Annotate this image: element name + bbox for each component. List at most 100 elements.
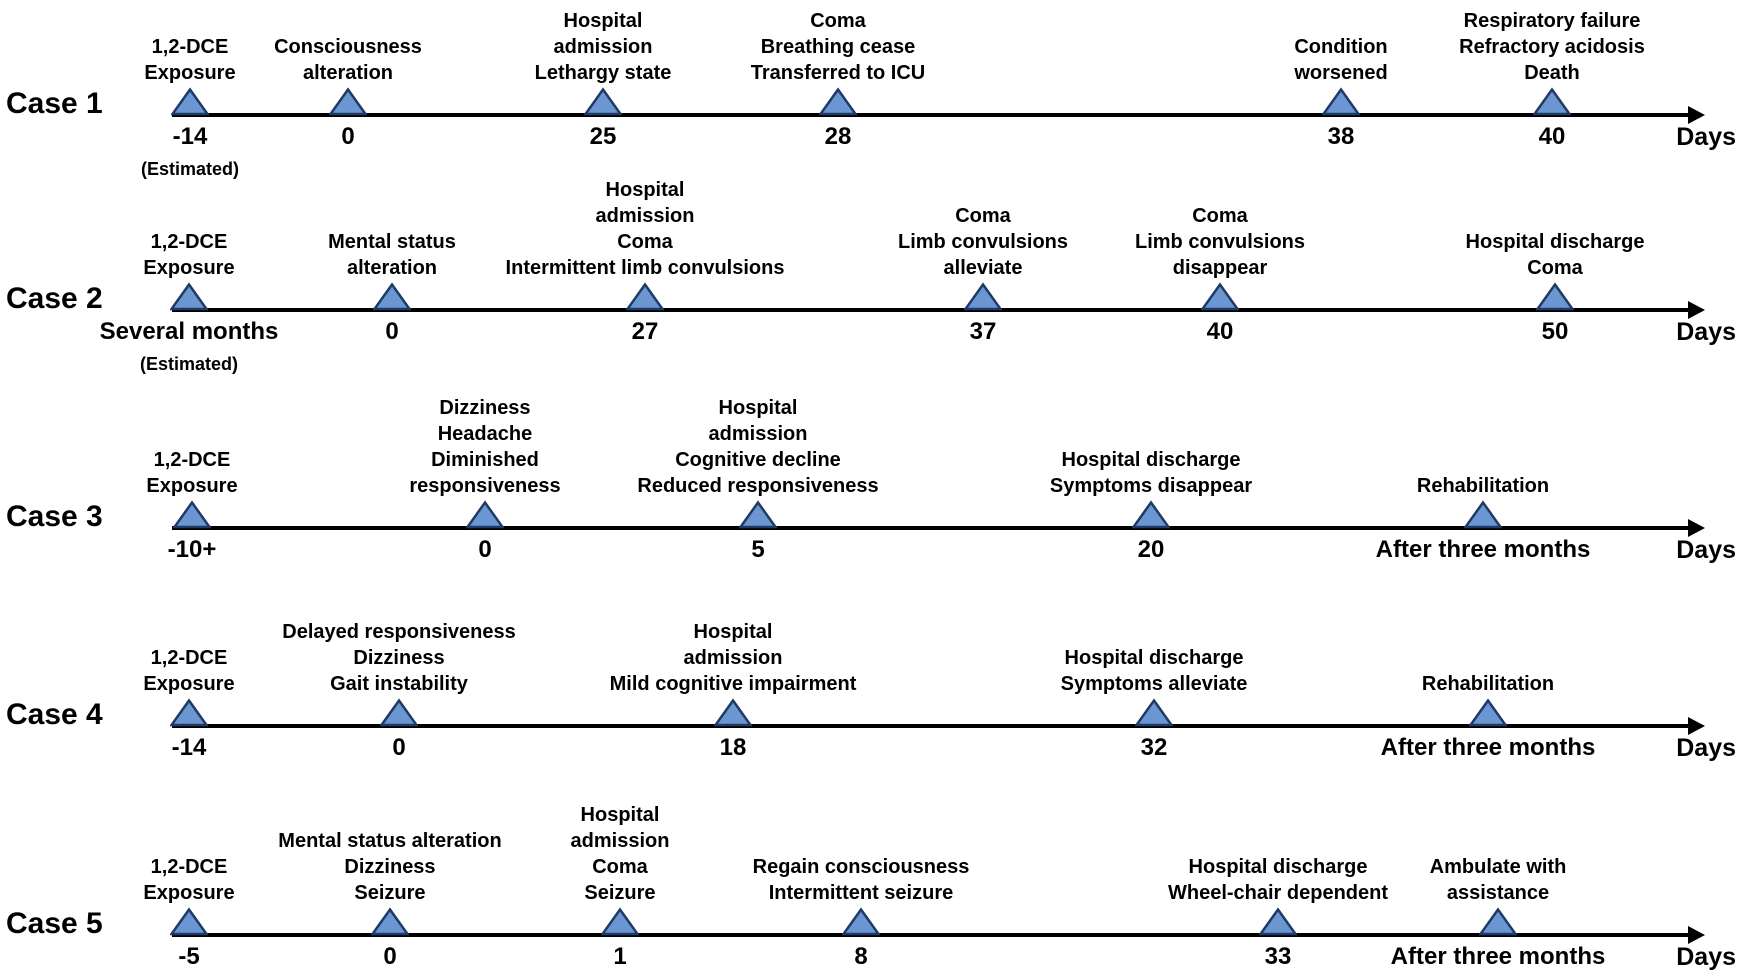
triangle-marker-icon — [1533, 87, 1571, 116]
event-label-line: admission — [595, 205, 695, 227]
event-time-label: 8 — [854, 943, 868, 970]
event-label-line: admission — [683, 647, 783, 669]
days-axis-label: Days — [1676, 123, 1736, 151]
event-label-line: Hospital — [718, 397, 798, 419]
event-time-label: 5 — [751, 536, 765, 563]
event-label-line: Respiratory failure — [1463, 10, 1641, 32]
triangle-marker-icon — [466, 500, 504, 529]
days-axis-label: Days — [1676, 318, 1736, 346]
event-label-line: 1,2-DCE — [150, 231, 228, 253]
triangle-marker-icon — [1259, 907, 1297, 936]
event-time-label: 27 — [631, 318, 659, 345]
event-label-line: admission — [553, 36, 653, 58]
event-time-label: 28 — [824, 123, 852, 150]
case-label: Case 5 — [6, 907, 103, 940]
event-label-line: Coma — [1192, 205, 1248, 227]
event-label-line: Coma — [1527, 257, 1583, 279]
event-label-line: Limb convulsions — [897, 231, 1069, 253]
event-label-line: Hospital discharge — [1064, 647, 1244, 669]
case-label: Case 2 — [6, 282, 103, 315]
event-time-label: 33 — [1264, 943, 1292, 970]
event-label-line: Mild cognitive impairment — [609, 673, 857, 695]
triangle-marker-icon — [380, 698, 418, 727]
triangle-marker-icon — [964, 282, 1002, 311]
event-label-line: Hospital — [605, 179, 685, 201]
event-time-qualifier: (Estimated) — [140, 159, 240, 179]
event-label-line: alteration — [346, 257, 438, 279]
event-label-line: 1,2-DCE — [150, 647, 228, 669]
event-label-line: Gait instability — [330, 673, 468, 695]
days-axis-label: Days — [1676, 536, 1736, 564]
case-label: Case 3 — [6, 500, 103, 533]
event-label-line: Hospital discharge — [1061, 449, 1241, 471]
event-label-line: 1,2-DCE — [151, 36, 229, 58]
event-label-line: 1,2-DCE — [153, 449, 231, 471]
event-label-line: Exposure — [143, 673, 235, 695]
triangle-marker-icon — [1469, 698, 1507, 727]
event-time-label: -5 — [178, 943, 200, 970]
triangle-marker-icon — [1464, 500, 1502, 529]
event-label-line: alleviate — [943, 257, 1023, 279]
event-label-line: Rehabilitation — [1421, 673, 1555, 695]
event-label-line: admission — [708, 423, 808, 445]
event-label-line: Hospital discharge — [1465, 231, 1645, 253]
triangle-marker-icon — [1201, 282, 1239, 311]
event-label-line: Symptoms disappear — [1049, 475, 1253, 497]
event-label-line: Cognitive decline — [675, 449, 841, 471]
event-time-label: 37 — [969, 318, 997, 345]
triangle-marker-icon — [584, 87, 622, 116]
event-label-line: Headache — [437, 423, 533, 445]
timeline-axis — [172, 717, 1705, 735]
event-label: 1,2-DCE Exposure — [143, 229, 234, 281]
event-label-line: admission — [570, 830, 670, 852]
event-label-line: assistance — [1446, 882, 1550, 904]
event-label-line: Coma — [955, 205, 1011, 227]
timeline-axis — [172, 106, 1705, 124]
event-time-label: After three months — [1375, 536, 1591, 563]
triangle-marker-icon — [714, 698, 752, 727]
event-label-line: Mental status — [328, 231, 456, 253]
event-label-line: worsened — [1294, 62, 1388, 84]
triangle-marker-icon — [1135, 698, 1173, 727]
event-label-line: Lethargy state — [534, 62, 672, 84]
event-label: Condition worsened — [1294, 34, 1387, 86]
event-label-line: Exposure — [144, 62, 236, 84]
event-label-line: Reduced responsiveness — [637, 475, 879, 497]
event-label-line: Condition — [1294, 36, 1388, 58]
event-time-label: 38 — [1327, 123, 1355, 150]
event-label: Rehabilitation — [1417, 473, 1549, 499]
event-label-line: Delayed responsiveness — [282, 621, 516, 643]
event-time-label: 50 — [1541, 318, 1569, 345]
event-label-line: alteration — [302, 62, 394, 84]
timeline-axis — [172, 301, 1705, 319]
triangle-marker-icon — [1536, 282, 1574, 311]
event-time-label: 0 — [478, 536, 492, 563]
event-label-line: Transferred to ICU — [750, 62, 926, 84]
triangle-marker-icon — [1322, 87, 1360, 116]
event-time-label: 1 — [613, 943, 627, 970]
event-label-line: responsiveness — [409, 475, 561, 497]
event-label-line: Symptoms alleviate — [1060, 673, 1248, 695]
event-label-line: Exposure — [143, 257, 235, 279]
triangle-marker-icon — [329, 87, 367, 116]
event-time-label: -14 — [171, 734, 207, 761]
event-label-line: Intermittent seizure — [768, 882, 954, 904]
event-time-label: 32 — [1140, 734, 1168, 761]
event-label-line: Dizziness — [353, 647, 445, 669]
triangle-marker-icon — [1479, 907, 1517, 936]
event-label-line: Mental status alteration — [278, 830, 502, 852]
case-label: Case 1 — [6, 87, 103, 120]
